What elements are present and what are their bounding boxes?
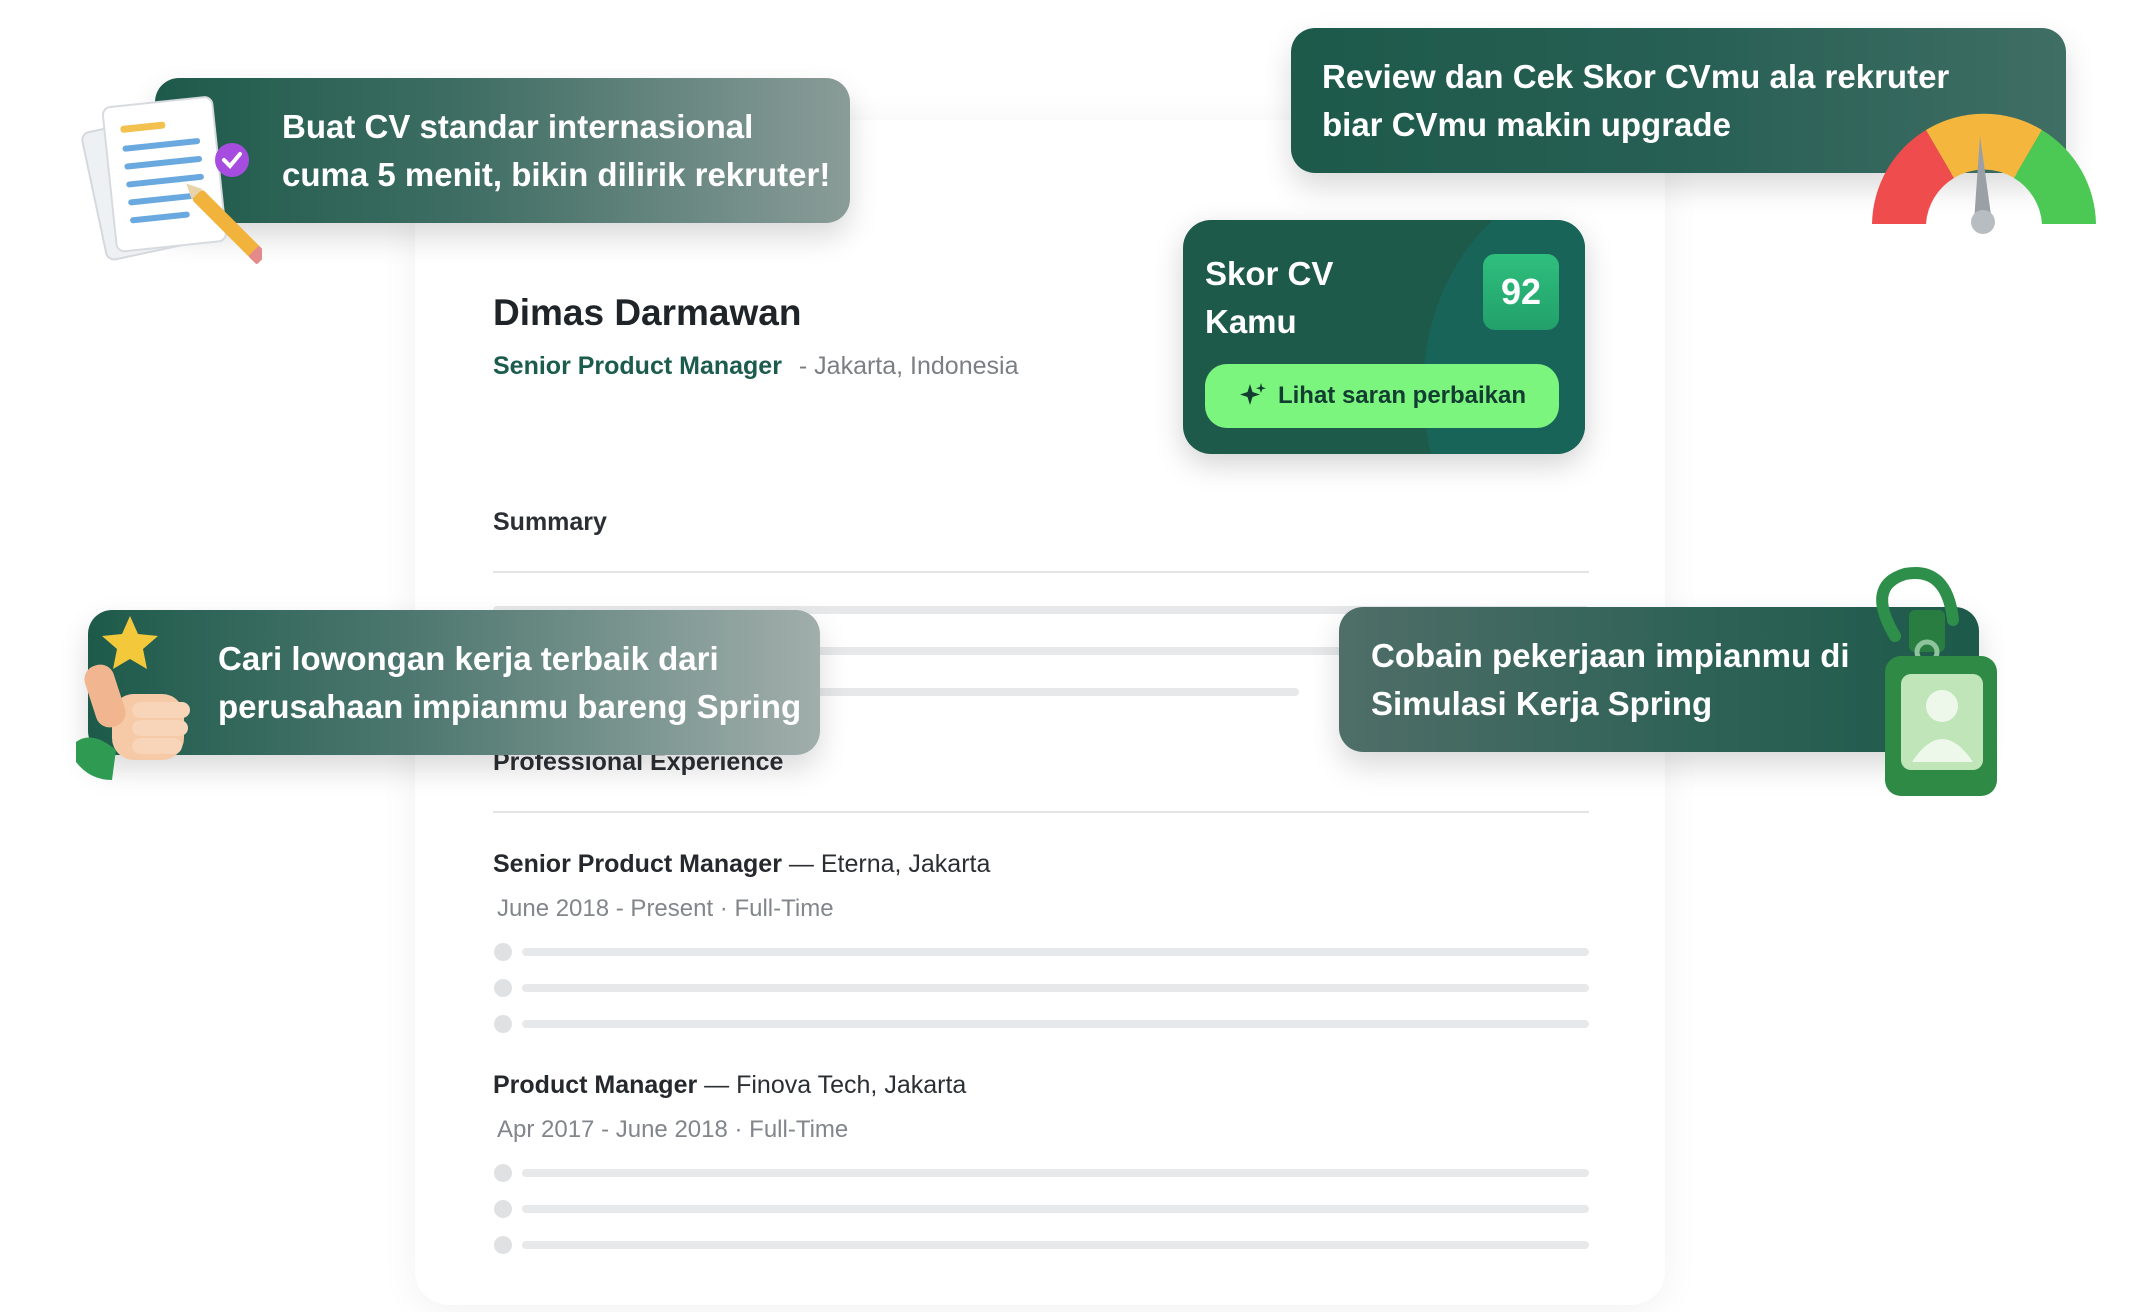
job-detail-line (522, 984, 1589, 992)
cv-subtitle: Senior Product Manager - Jakarta, Indone… (493, 352, 1018, 381)
gauge-icon (1872, 113, 2096, 234)
job-detail-line (522, 1020, 1589, 1028)
job-detail-line (522, 1169, 1589, 1177)
cv-name: Dimas Darmawan (493, 292, 802, 333)
banner-text: Review dan Cek Skor CVmu ala rekruter bi… (1322, 53, 1949, 149)
bullet-dot (494, 1164, 512, 1182)
banner-line: Review dan Cek Skor CVmu ala rekruter (1322, 57, 1950, 95)
summary-divider (493, 571, 1589, 573)
banner-text: Buat CV standar internasional cuma 5 men… (282, 103, 830, 199)
score-badge: 92 (1483, 254, 1559, 330)
job-detail-line (522, 1205, 1589, 1213)
job-company: — Finova Tech, Jakarta (697, 1071, 967, 1099)
cv-role: Senior Product Manager (493, 352, 782, 380)
job-meta: June 2018 - Present · Full-Time (497, 895, 834, 922)
banner-job-simulation[interactable]: Cobain pekerjaan impianmu di Simulasi Ke… (1339, 607, 1979, 752)
score-label: Skor CV Kamu (1205, 255, 1334, 340)
summary-line (493, 688, 1299, 696)
sparkle-icon (1239, 383, 1266, 405)
summary-line (493, 647, 1589, 655)
job-meta: Apr 2017 - June 2018 · Full-Time (497, 1116, 849, 1143)
job-company: — Eterna, Jakarta (781, 850, 991, 878)
bullet-dot (494, 1015, 512, 1033)
cv-score-card: Skor CV Kamu 92 Lihat saran perbaikan (1183, 220, 1585, 454)
banner-line: cuma 5 menit, bikin dilirik rekruter! (282, 155, 831, 193)
experience-divider (493, 811, 1589, 813)
bullet-dot (494, 1200, 512, 1218)
job-detail-line (522, 948, 1589, 956)
banner-text: Cobain pekerjaan impianmu di Simulasi Ke… (1371, 632, 1850, 728)
banner-line: Cari lowongan kerja terbaik dari (218, 639, 719, 677)
job-title: Product Manager (493, 1071, 698, 1099)
job-detail-line (522, 1241, 1589, 1249)
bullet-dot (494, 943, 512, 961)
banner-line: Cobain pekerjaan impianmu di (1371, 636, 1850, 674)
banner-cv-builder[interactable]: Buat CV standar internasional cuma 5 men… (155, 78, 850, 223)
bullet-dot (494, 979, 512, 997)
banner-line: perusahaan impianmu bareng Spring (218, 687, 802, 725)
view-suggestions-button[interactable]: Lihat saran perbaikan (1205, 364, 1559, 428)
job-title: Senior Product Manager (493, 850, 782, 878)
summary-heading: Summary (493, 508, 607, 536)
thumbs-up-star-icon (76, 616, 190, 780)
banner-text: Cari lowongan kerja terbaik dari perusah… (218, 635, 801, 731)
job-title-row: Senior Product Manager — Eterna, Jakarta (493, 850, 990, 879)
job-title-row: Product Manager — Finova Tech, Jakarta (493, 1071, 966, 1100)
banner-line: Simulasi Kerja Spring (1371, 684, 1713, 722)
summary-line (493, 606, 1589, 614)
id-badge-icon (1876, 567, 1997, 796)
bullet-dot (494, 1236, 512, 1254)
cv-location: - Jakarta, Indonesia (798, 352, 1019, 380)
document-pencil-icon (81, 96, 262, 264)
banner-job-search[interactable]: Cari lowongan kerja terbaik dari perusah… (88, 610, 820, 755)
view-suggestions-label: Lihat saran perbaikan (1277, 382, 1527, 409)
banner-line: biar CVmu makin upgrade (1322, 105, 1731, 143)
banner-line: Buat CV standar internasional (282, 107, 754, 145)
